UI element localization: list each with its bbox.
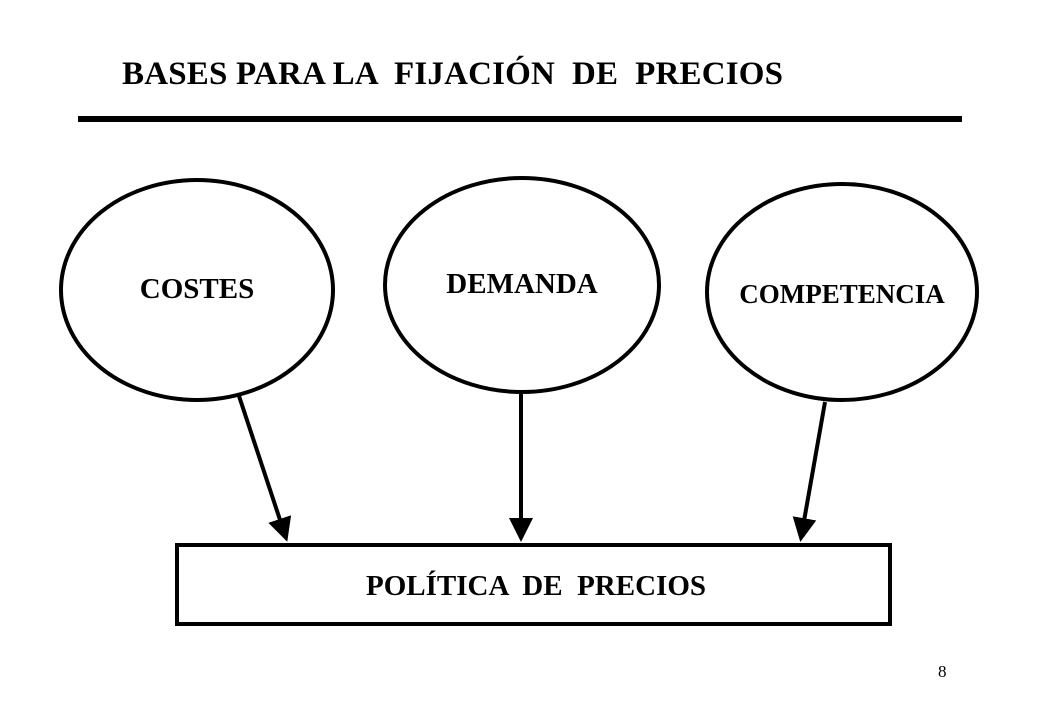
- competencia-label: COMPETENCIA: [739, 279, 945, 309]
- factor-competencia: COMPETENCIA: [705, 182, 979, 402]
- politica-box: [175, 543, 892, 626]
- politica-label: POLÍTICA DE PRECIOS: [366, 569, 706, 602]
- arrow-costes-to-politica: [237, 395, 292, 542]
- target-politica: POLÍTICA DE PRECIOS: [175, 543, 892, 626]
- title-underline: [78, 116, 962, 122]
- arrow-competencia-to-politica: [792, 401, 827, 542]
- costes-label: COSTES: [140, 273, 254, 305]
- costes-oval: [59, 178, 335, 402]
- factor-costes: COSTES: [59, 178, 335, 402]
- demanda-label: DEMANDA: [446, 268, 597, 300]
- slide-title: BASES PARA LA FIJACIÓN DE PRECIOS: [122, 56, 784, 92]
- page-number: 8: [938, 662, 947, 681]
- factor-demanda: DEMANDA: [383, 176, 661, 394]
- competencia-oval: [705, 182, 979, 402]
